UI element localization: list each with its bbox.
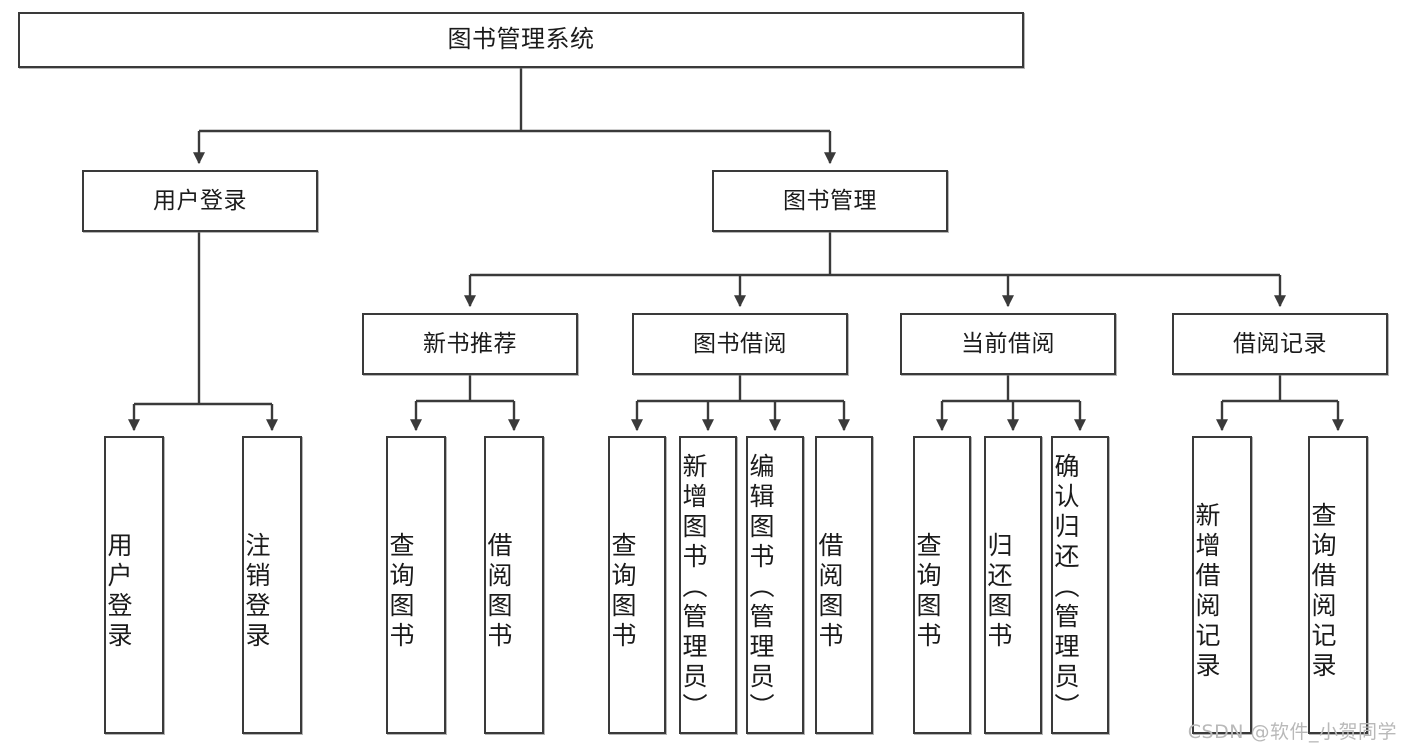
node-leaf-logout-label: 注销登录 (242, 532, 271, 652)
node-leaf-borrow-book-2[interactable]: 借阅图书 (815, 436, 873, 734)
node-leaf-edit-book-label: 编辑图书（管理员） (746, 453, 775, 723)
node-book-manage-label: 图书管理 (783, 187, 877, 214)
node-user-login[interactable]: 用户登录 (82, 170, 318, 232)
node-root[interactable]: 图书管理系统 (18, 12, 1024, 68)
node-borrow-record[interactable]: 借阅记录 (1172, 313, 1388, 375)
node-leaf-edit-book[interactable]: 编辑图书（管理员） (746, 436, 804, 734)
node-leaf-return-book[interactable]: 归还图书 (984, 436, 1042, 734)
node-leaf-add-book[interactable]: 新增图书（管理员） (679, 436, 737, 734)
node-leaf-query-book-1-label: 查询图书 (386, 532, 415, 652)
node-leaf-return-book-label: 归还图书 (984, 532, 1013, 652)
node-leaf-query-book-2[interactable]: 查询图书 (608, 436, 666, 734)
node-leaf-confirm-return[interactable]: 确认归还（管理员） (1051, 436, 1109, 734)
node-leaf-query-book-2-label: 查询图书 (608, 532, 637, 652)
node-leaf-borrow-book-1-label: 借阅图书 (484, 532, 513, 652)
node-leaf-add-book-label: 新增图书（管理员） (679, 453, 708, 723)
node-leaf-add-record-label: 新增借阅记录 (1192, 502, 1221, 682)
node-current-borrow-label: 当前借阅 (961, 330, 1055, 357)
node-leaf-query-book-3-label: 查询图书 (913, 532, 942, 652)
node-root-label: 图书管理系统 (447, 25, 595, 54)
node-leaf-confirm-return-label: 确认归还（管理员） (1051, 453, 1080, 723)
node-leaf-borrow-book-1[interactable]: 借阅图书 (484, 436, 544, 734)
node-book-manage[interactable]: 图书管理 (712, 170, 948, 232)
node-book-borrow-label: 图书借阅 (693, 330, 787, 357)
node-leaf-query-book-1[interactable]: 查询图书 (386, 436, 446, 734)
node-leaf-query-record-label: 查询借阅记录 (1308, 502, 1337, 682)
node-current-borrow[interactable]: 当前借阅 (900, 313, 1116, 375)
node-leaf-query-book-3[interactable]: 查询图书 (913, 436, 971, 734)
node-book-borrow[interactable]: 图书借阅 (632, 313, 848, 375)
node-new-book-rec[interactable]: 新书推荐 (362, 313, 578, 375)
node-leaf-borrow-book-2-label: 借阅图书 (815, 532, 844, 652)
node-leaf-user-login-label: 用户登录 (104, 532, 133, 652)
watermark-text: CSDN @软件_小贺同学 (1187, 721, 1397, 743)
node-leaf-user-login[interactable]: 用户登录 (104, 436, 164, 734)
node-user-login-label: 用户登录 (153, 187, 247, 214)
node-borrow-record-label: 借阅记录 (1233, 330, 1327, 357)
node-leaf-logout[interactable]: 注销登录 (242, 436, 302, 734)
node-leaf-query-record[interactable]: 查询借阅记录 (1308, 436, 1368, 734)
node-leaf-add-record[interactable]: 新增借阅记录 (1192, 436, 1252, 734)
node-new-book-rec-label: 新书推荐 (423, 330, 517, 357)
